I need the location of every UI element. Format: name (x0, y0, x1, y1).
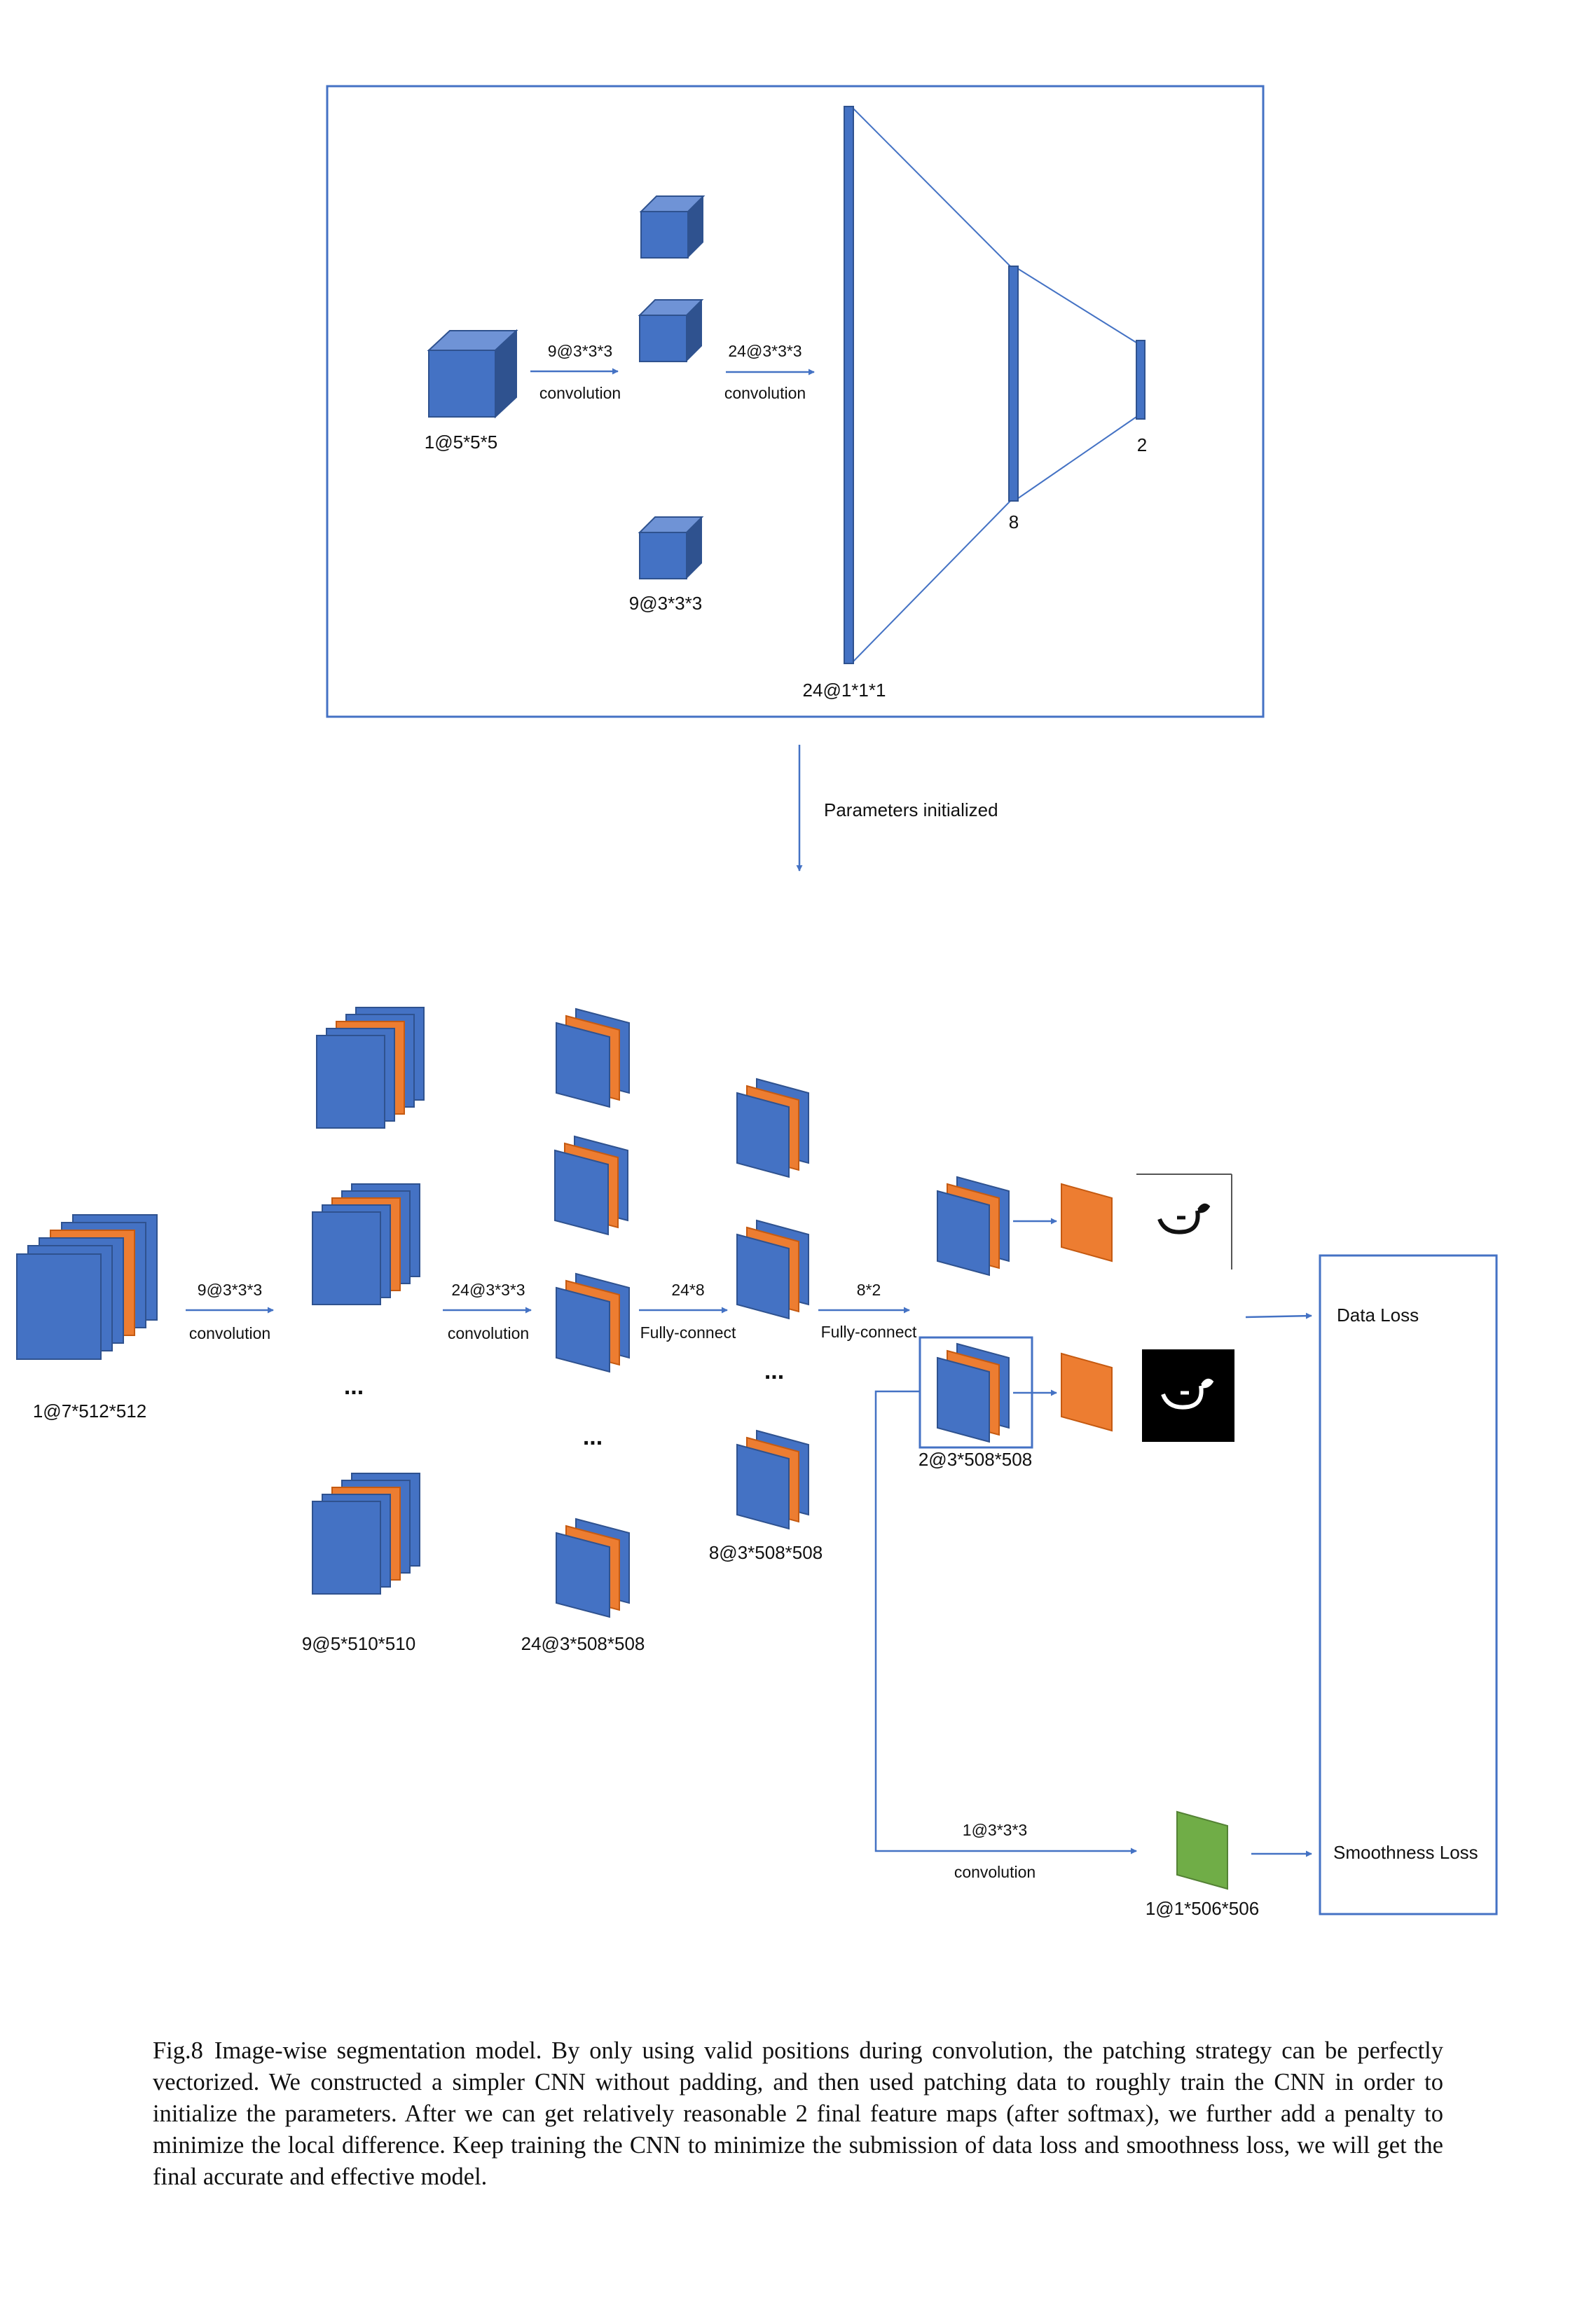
top-fc-edge (1017, 268, 1137, 343)
layer2-stack-3 (556, 1272, 630, 1373)
top-conv2-op: 24@3*3*3 (728, 342, 802, 360)
layer2-stack-2 (554, 1135, 628, 1236)
top-small-cube-1 (639, 195, 706, 259)
layer2-label: 24@3*508*508 (521, 1633, 645, 1654)
bottom-conv2-op: 24@3*3*3 (451, 1281, 525, 1299)
top-model-frame (326, 85, 1265, 718)
bottom-fc2-op: 8*2 (857, 1281, 881, 1299)
top-fc2-label: 8 (1009, 511, 1019, 532)
top-input-label: 1@5*5*5 (425, 432, 497, 453)
bottom-fc2-type: Fully-connect (821, 1323, 917, 1341)
layer2-stack-4 (556, 1518, 630, 1618)
top-fc-bar-24 (844, 106, 854, 664)
layer2-ellipsis: ... (583, 1424, 603, 1450)
layer2-stack-1 (556, 1007, 630, 1108)
smoothness-path (874, 1390, 1137, 1855)
output-stack-top (937, 1176, 1010, 1277)
layer3-stack-3 (736, 1429, 809, 1530)
smoothness-map (1176, 1810, 1228, 1890)
layer1-stack-2 (312, 1183, 420, 1305)
smooth-op: 1@3*3*3 (963, 1821, 1027, 1839)
top-fc-edge (1017, 416, 1137, 500)
label-image-white (1136, 1174, 1232, 1270)
top-fc-bar-2 (1136, 340, 1146, 420)
top-conv2-type: convolution (724, 384, 806, 402)
data-loss-label: Data Loss (1337, 1305, 1419, 1326)
caption-text: Image-wise segmentation model. By only u… (153, 2037, 1443, 2190)
layer3-label: 8@3*508*508 (709, 1542, 823, 1563)
bottom-conv1-type: convolution (189, 1324, 270, 1342)
top-small-cube-2 (638, 299, 704, 362)
top-fc1-label: 24@1*1*1 (803, 680, 886, 701)
parameters-label: Parameters initialized (824, 799, 998, 820)
bottom-input-label: 1@7*512*512 (33, 1401, 146, 1422)
bottom-input-stack (16, 1214, 158, 1360)
smooth-label: 1@1*506*506 (1146, 1898, 1259, 1919)
top-conv1-op: 9@3*3*3 (548, 342, 612, 360)
smooth-type: convolution (954, 1863, 1036, 1881)
top-fc-bar-8 (1008, 266, 1019, 502)
bottom-fc1-type: Fully-connect (640, 1323, 736, 1342)
layer1-stack-3 (312, 1473, 420, 1595)
top-conv1-type: convolution (539, 384, 621, 402)
bottom-fc1-op: 24*8 (671, 1281, 704, 1299)
layer3-stack-1 (736, 1078, 809, 1178)
caption-label: Fig.8 (153, 2037, 203, 2064)
top-fc-edge (853, 108, 1013, 269)
layer1-ellipsis: ... (344, 1373, 364, 1400)
output-stack-bottom (937, 1342, 1010, 1443)
feature-map-top (1061, 1183, 1113, 1262)
smoothness-loss-label: Smoothness Loss (1333, 1842, 1478, 1863)
top-small-cube-3 (638, 516, 704, 579)
top-fc3-label: 2 (1137, 434, 1147, 455)
top-fc-edge (853, 498, 1013, 662)
label-image-black (1142, 1349, 1234, 1442)
top-mid-label: 9@3*3*3 (629, 593, 702, 614)
data-loss-arrow (1245, 1312, 1312, 1319)
loss-box (1319, 1254, 1498, 1915)
layer1-stack-1 (316, 1007, 425, 1129)
layer3-ellipsis: ... (764, 1358, 784, 1384)
feature-map-bottom (1061, 1352, 1113, 1432)
output-label: 2@3*508*508 (919, 1449, 1032, 1470)
layer1-label: 9@5*510*510 (302, 1633, 415, 1654)
layer3-stack-2 (736, 1219, 809, 1320)
top-input-cube (427, 329, 518, 419)
bottom-conv2-type: convolution (448, 1324, 529, 1342)
bottom-conv1-op: 9@3*3*3 (198, 1281, 262, 1299)
